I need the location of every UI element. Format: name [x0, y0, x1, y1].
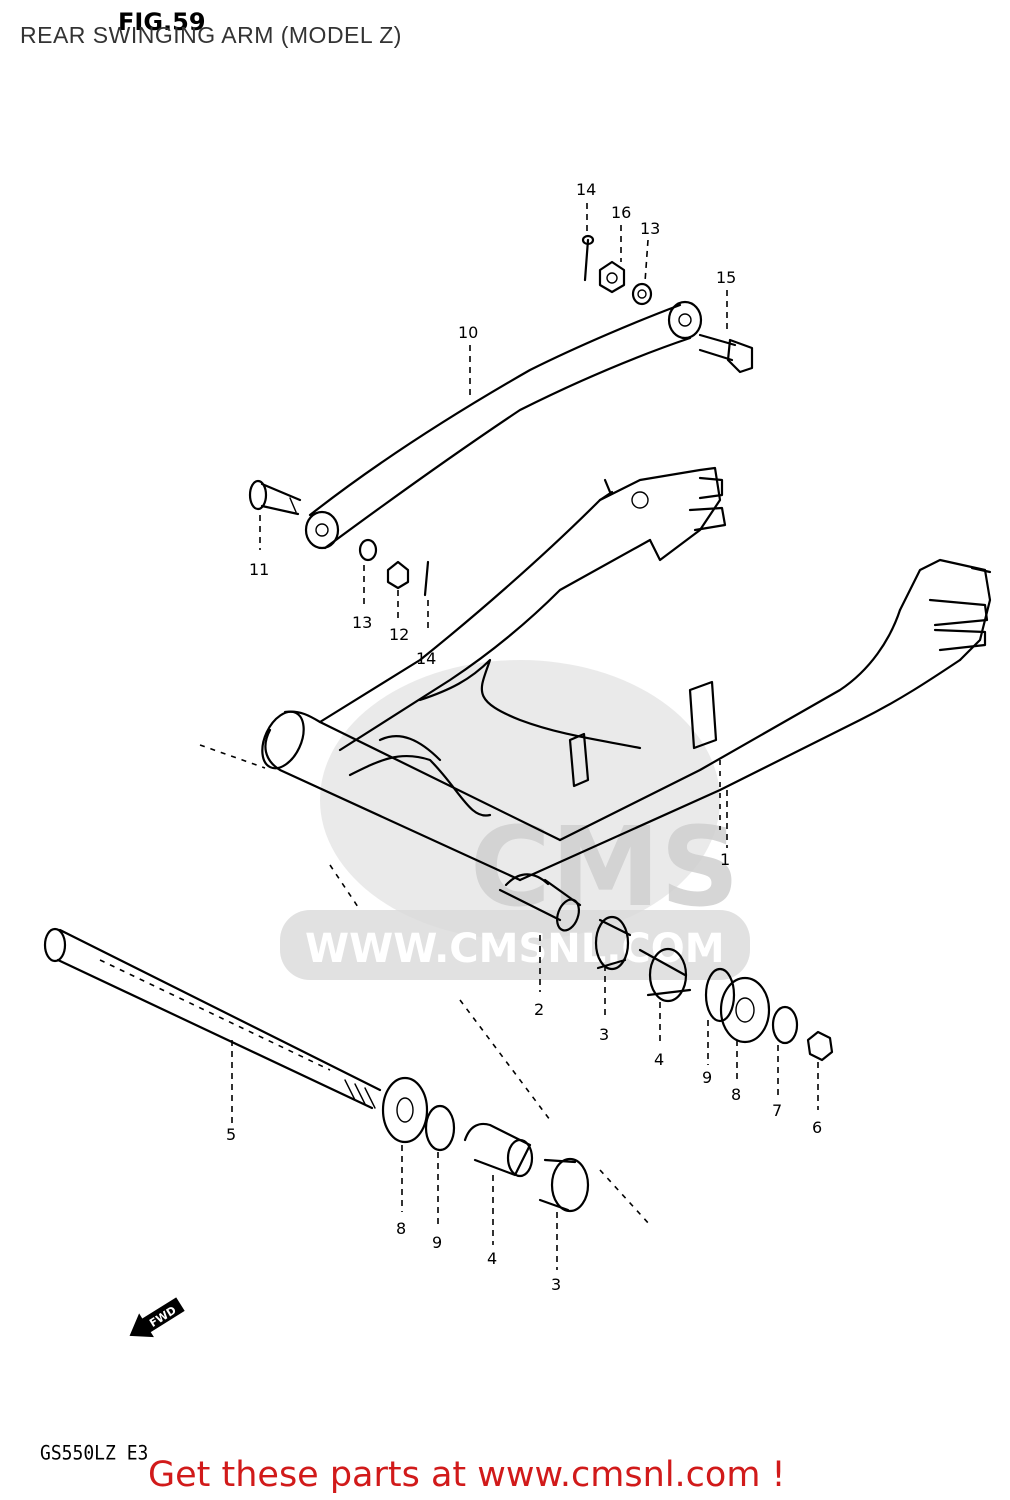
swing-arm	[199, 466, 992, 932]
callout-14-low: 14	[416, 649, 436, 668]
callout-6: 6	[812, 1118, 822, 1137]
left-bearing-stack	[381, 999, 651, 1226]
callout-numbers: 14 16 13 15 10 11 13 12 14 1 2 3 4 9 8 7…	[226, 180, 822, 1294]
figure-label: FIG.59	[118, 8, 206, 36]
callout-14-top: 14	[576, 180, 596, 199]
lower-left-hardware	[358, 538, 430, 597]
callout-3-left: 3	[551, 1275, 561, 1294]
bolt-15	[698, 333, 754, 374]
callout-5: 5	[226, 1125, 236, 1144]
leader-lines	[231, 203, 819, 1270]
callout-16: 16	[611, 203, 631, 222]
callout-11: 11	[249, 560, 269, 579]
callout-4-right: 4	[654, 1050, 664, 1069]
callout-4-left: 4	[487, 1249, 497, 1268]
callout-1: 1	[720, 850, 730, 869]
callout-12: 12	[389, 625, 409, 644]
callout-9-right: 9	[702, 1068, 712, 1087]
right-bearing-stack	[594, 915, 834, 1062]
callout-7: 7	[772, 1101, 782, 1120]
model-code: GS550LZ E3	[40, 1441, 149, 1466]
callout-8-left: 8	[396, 1219, 406, 1238]
callout-9-left: 9	[432, 1233, 442, 1252]
top-hardware	[581, 234, 653, 306]
bolt-11	[248, 479, 302, 516]
watermark-brand: CMS	[470, 803, 739, 931]
page-title: REAR SWINGING ARM (MODEL Z)	[20, 22, 402, 48]
pivot-axle	[43, 927, 382, 1110]
callout-2: 2	[534, 1000, 544, 1019]
callout-15: 15	[716, 268, 736, 287]
callout-13-low: 13	[352, 613, 372, 632]
watermark-url: WWW.CMSNL.COM	[305, 926, 725, 972]
fwd-arrow-icon: FWD	[129, 1297, 185, 1338]
callout-13-top: 13	[640, 219, 660, 238]
cta-link[interactable]: Get these parts at www.cmsnl.com !	[148, 1455, 786, 1495]
callout-8-right: 8	[731, 1085, 741, 1104]
cmsnl-watermark: CMS WWW.CMSNL.COM	[280, 660, 750, 980]
callout-3-right: 3	[599, 1025, 609, 1044]
torque-link	[304, 300, 703, 550]
callout-10: 10	[458, 323, 478, 342]
